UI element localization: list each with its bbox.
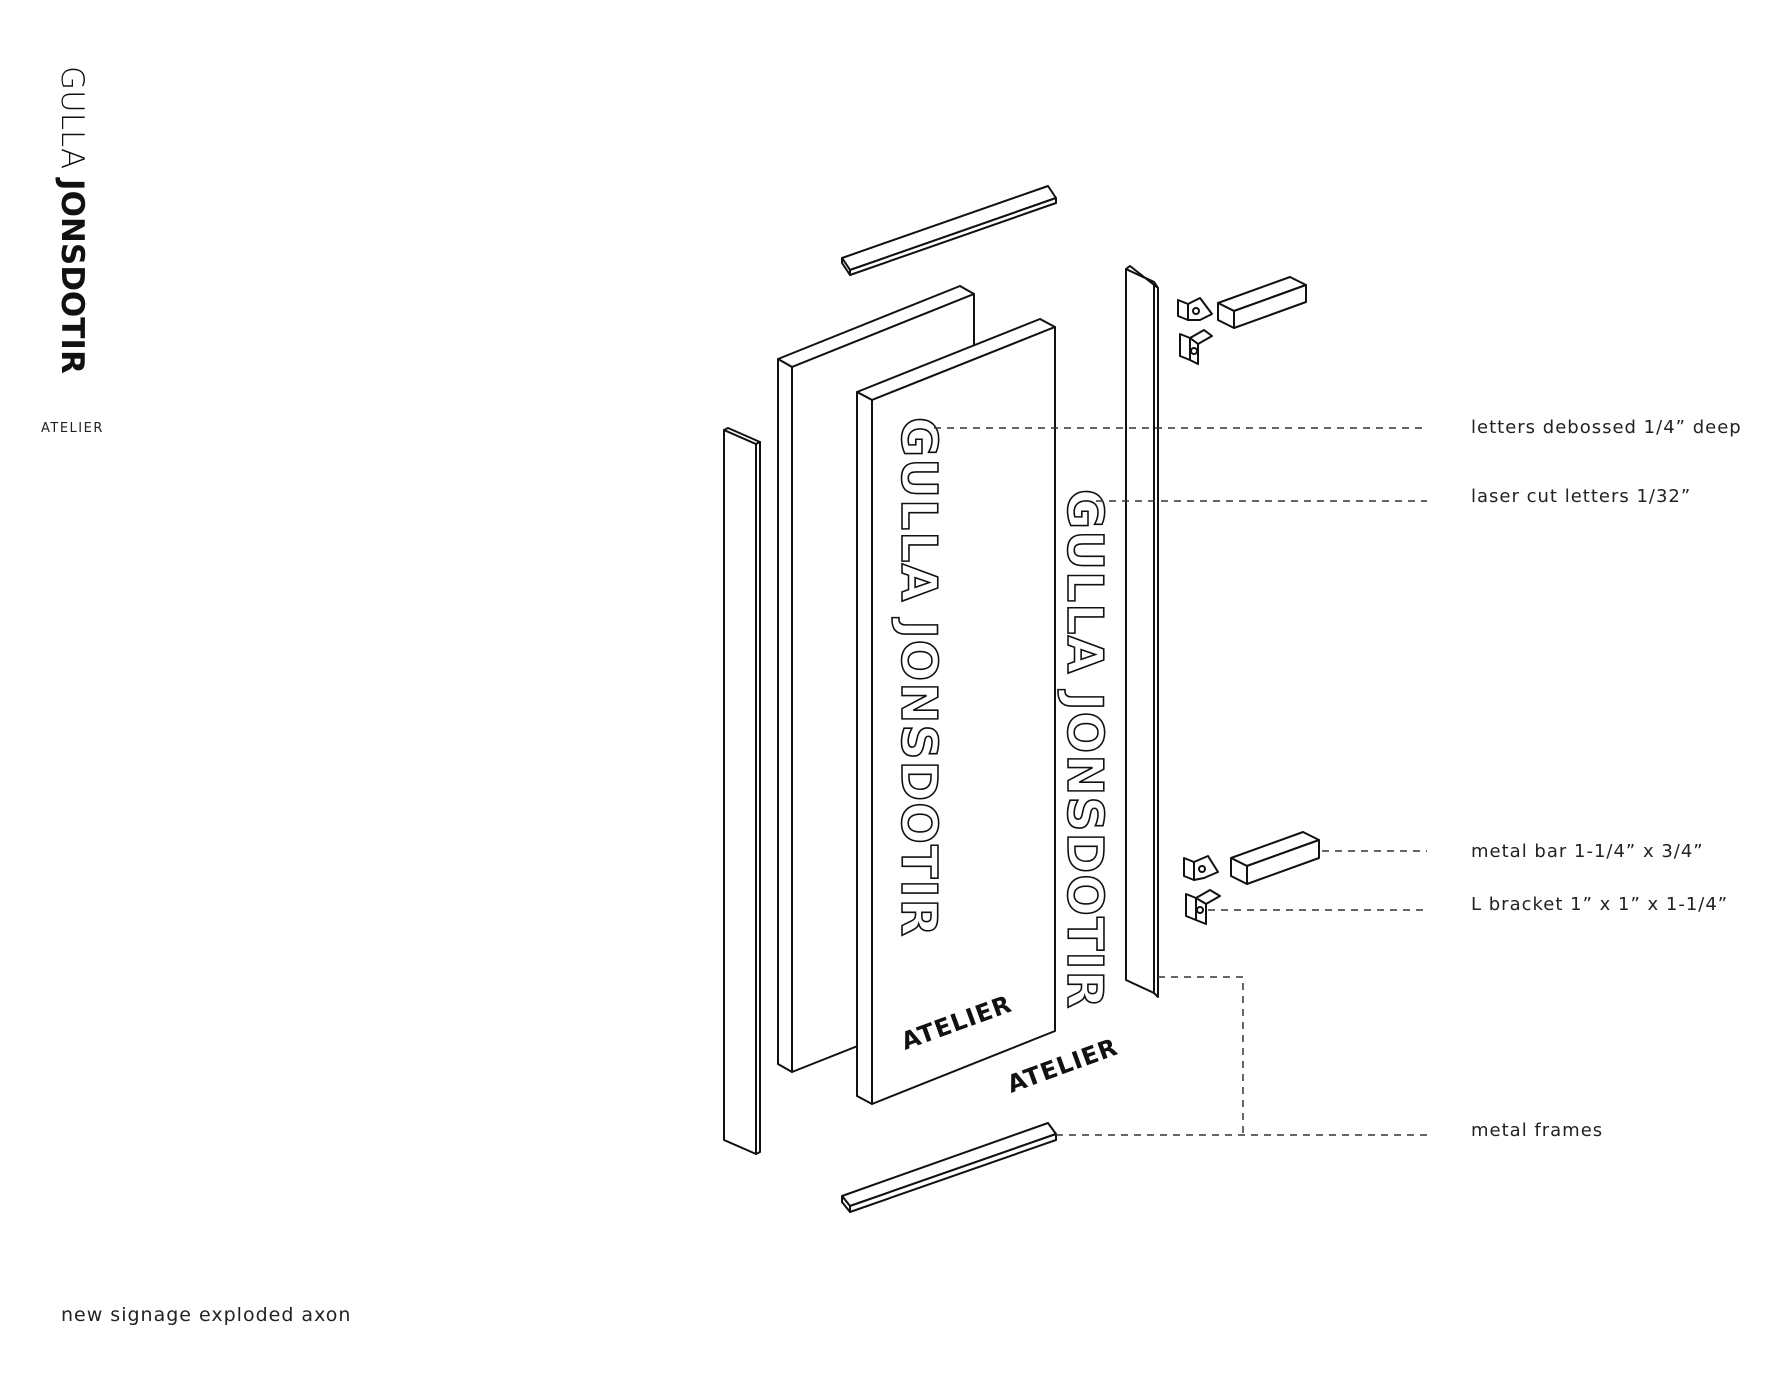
callout-metal-frames: metal frames [1471,1120,1604,1141]
lower-metal-bar [1230,831,1320,885]
brand-subtitle: ATELIER [41,421,104,436]
drawing-caption: new signage exploded axon [61,1304,352,1326]
upper-l-bracket-1 [1177,297,1213,321]
lower-l-bracket-1 [1183,855,1219,881]
upper-metal-bar [1217,276,1307,329]
front-panel [856,318,1056,1105]
top-metal-frame [841,185,1057,276]
leader-lines [934,427,1432,1136]
callout-debossed: letters debossed 1/4” deep [1471,417,1742,438]
callout-laser-cut: laser cut letters 1/32” [1471,486,1692,507]
leader-frames-right [1158,976,1244,1135]
callout-metal-bar: metal bar 1-1/4” x 3/4” [1471,841,1704,862]
front-panel-lettering: GULLA JONSDOTIR ATELIER [889,416,1015,1055]
left-metal-frame [723,427,761,1155]
laser-cut-lettering: GULLA JONSDOTIR ATELIER [1003,488,1121,1098]
upper-l-bracket-2 [1179,329,1213,365]
lower-l-bracket-2 [1185,889,1221,925]
right-metal-frame [1125,265,1159,998]
callout-l-bracket: L bracket 1” x 1” x 1-1/4” [1471,894,1729,915]
bottom-metal-frame [841,1122,1057,1213]
front-panel-name: GULLA JONSDOTIR [890,417,947,937]
laser-cut-name: GULLA JONSDOTIR [1056,489,1113,1009]
